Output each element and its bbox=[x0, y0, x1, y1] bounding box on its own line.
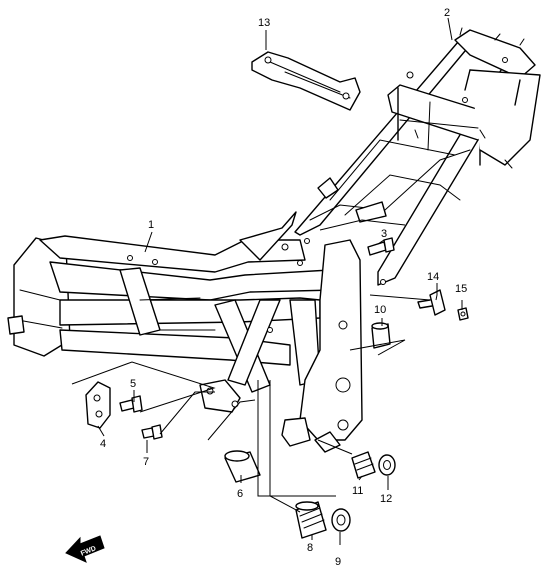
callout-12: 12 bbox=[380, 493, 392, 505]
part-14-clip bbox=[417, 289, 446, 316]
part-1-main-frame bbox=[7, 211, 363, 453]
part-15-screw bbox=[457, 307, 469, 321]
part-3-bolt bbox=[367, 237, 395, 256]
callout-4: 4 bbox=[100, 438, 106, 450]
callout-10: 10 bbox=[374, 304, 386, 316]
part-5-bolt bbox=[119, 395, 143, 413]
callout-6: 6 bbox=[237, 488, 243, 500]
part-8-bushing bbox=[295, 501, 327, 539]
callout-13: 13 bbox=[258, 17, 270, 29]
callout-labels: 1 2 3 4 5 6 7 8 9 10 11 12 13 14 15 bbox=[100, 7, 467, 568]
part-4-plate bbox=[85, 381, 111, 429]
fwd-arrow-icon: FWD bbox=[65, 535, 105, 563]
callout-1: 1 bbox=[148, 219, 154, 231]
callout-7: 7 bbox=[143, 456, 149, 468]
part-10-bushing bbox=[371, 322, 391, 349]
callout-15: 15 bbox=[455, 283, 467, 295]
callout-2: 2 bbox=[444, 7, 450, 19]
callout-5: 5 bbox=[130, 378, 136, 390]
callout-9: 9 bbox=[335, 556, 341, 568]
leader-lines bbox=[71, 17, 463, 545]
part-12-nut bbox=[378, 454, 396, 476]
part-13-bracket bbox=[251, 51, 361, 111]
callout-14: 14 bbox=[427, 271, 439, 283]
callout-11: 11 bbox=[352, 485, 363, 497]
callout-8: 8 bbox=[307, 542, 313, 554]
part-6-spacer bbox=[224, 450, 261, 483]
part-11-collar bbox=[351, 451, 376, 479]
part-2-seat-rail bbox=[294, 27, 541, 286]
part-7-bolt bbox=[141, 424, 163, 440]
callout-3: 3 bbox=[381, 228, 387, 240]
part-9-nut bbox=[331, 508, 351, 532]
